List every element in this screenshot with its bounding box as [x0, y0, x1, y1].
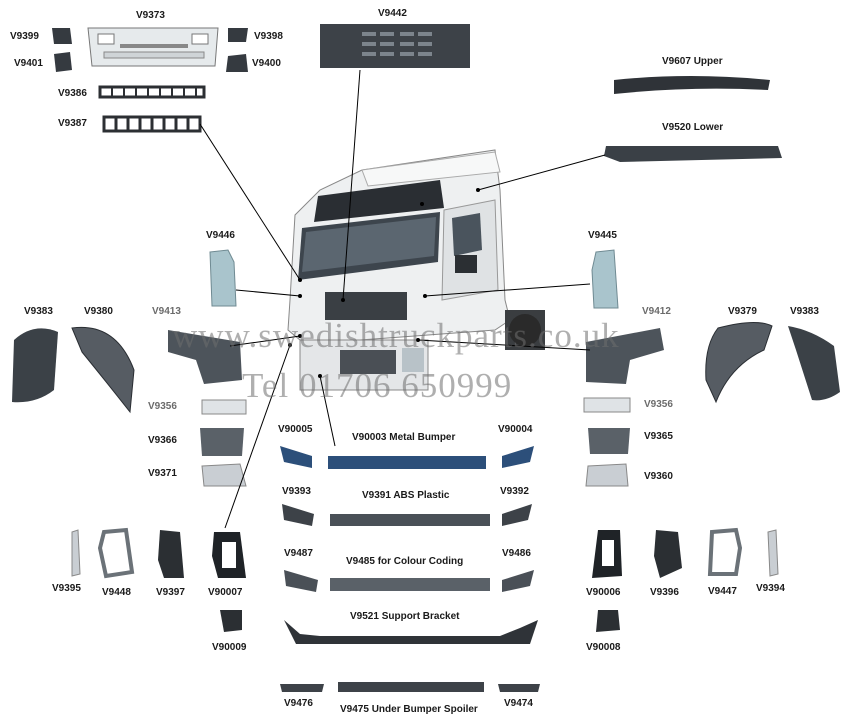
label-v9520: V9520 Lower — [662, 122, 724, 133]
part-v9386-grille-strip — [98, 85, 206, 99]
label-v9387: V9387 — [58, 118, 87, 129]
label-v9487: V9487 — [284, 548, 313, 559]
label-v9399: V9399 — [10, 31, 39, 42]
part-v9521-support-bracket — [284, 620, 538, 644]
label-v9474: V9474 — [504, 698, 533, 709]
label-v9365: V9365 — [644, 431, 673, 442]
label-v90007: V90007 — [208, 587, 243, 598]
label-v9400: V9400 — [252, 58, 281, 69]
label-v9356-left: V9356 — [148, 401, 177, 412]
label-v9448: V9448 — [102, 587, 131, 598]
part-v9391-abs-bumper — [330, 514, 490, 526]
part-v9446-corner-panel — [209, 249, 237, 307]
label-v9383-right: V9383 — [790, 306, 819, 317]
label-v9380: V9380 — [84, 306, 113, 317]
label-v9607: V9607 Upper — [662, 56, 723, 67]
label-v9396: V9396 — [650, 587, 679, 598]
label-v9413: V9413 — [152, 306, 181, 317]
label-v9397: V9397 — [156, 587, 185, 598]
part-v90004-bumper-end — [502, 446, 534, 468]
leader-lines — [199, 69, 606, 529]
label-v9383-left: V9383 — [24, 306, 53, 317]
part-v9396-housing — [654, 530, 682, 578]
label-v9446: V9446 — [206, 230, 235, 241]
label-v90005: V90005 — [278, 424, 313, 435]
part-v9356-right — [583, 397, 631, 413]
part-v9448-frame — [97, 527, 135, 579]
part-v9365-step — [588, 428, 630, 454]
part-v9520-sun-visor-lower — [604, 146, 782, 162]
label-v9521: V9521 Support Bracket — [350, 611, 460, 622]
label-v90009: V90009 — [212, 642, 247, 653]
label-v9386: V9386 — [58, 88, 87, 99]
part-v9383-right-mudguard — [788, 326, 840, 401]
label-v9442: V9442 — [378, 8, 407, 19]
label-v9393: V9393 — [282, 486, 311, 497]
part-v90003-metal-bumper — [328, 456, 486, 469]
label-v90003: V90003 Metal Bumper — [352, 432, 456, 443]
part-v9360-plate — [585, 463, 629, 487]
leader-dots — [288, 188, 480, 378]
part-v9392-bumper-end — [502, 504, 532, 526]
part-v9447-frame — [707, 527, 743, 576]
part-v9393-bumper-end — [282, 504, 314, 526]
part-v9395-bracket — [71, 529, 81, 577]
part-v9371-plate — [201, 463, 247, 487]
part-v90006-surround — [592, 530, 622, 578]
part-v90008-cover — [596, 610, 620, 632]
truck-cab — [287, 149, 545, 391]
part-v90007-surround — [212, 532, 246, 578]
label-v9379: V9379 — [728, 306, 757, 317]
part-v9366-step — [200, 428, 244, 456]
part-v9442-grille — [320, 24, 470, 68]
label-v9360: V9360 — [644, 471, 673, 482]
part-v9373-front-panel — [87, 27, 219, 67]
label-v9366: V9366 — [148, 435, 177, 446]
part-v90009-cover — [220, 610, 242, 632]
part-v9383-left-mudguard — [12, 328, 58, 403]
label-v90004: V90004 — [498, 424, 533, 435]
part-v9476-spoiler-end — [280, 684, 324, 692]
label-v9373: V9373 — [136, 10, 165, 21]
label-v9392: V9392 — [500, 486, 529, 497]
label-v9475: V9475 Under Bumper Spoiler — [340, 704, 478, 715]
part-v9356-left — [201, 399, 247, 415]
label-v9476: V9476 — [284, 698, 313, 709]
label-v9394: V9394 — [756, 583, 785, 594]
label-v9412: V9412 — [642, 306, 671, 317]
label-v9445: V9445 — [588, 230, 617, 241]
part-v9387-grille-strip — [102, 115, 202, 133]
part-v9380-mudguard — [71, 326, 135, 414]
label-v9395: V9395 — [52, 583, 81, 594]
label-v9447: V9447 — [708, 586, 737, 597]
part-v9486-bumper-end — [502, 570, 534, 592]
part-v9413-step — [168, 330, 242, 384]
label-v90006: V90006 — [586, 587, 621, 598]
part-v9398 — [228, 28, 248, 42]
part-v9445-corner-panel — [591, 249, 619, 309]
part-v9394-bracket — [767, 529, 779, 577]
part-v9474-spoiler-end — [498, 684, 540, 692]
part-v9475-under-bumper-spoiler — [338, 682, 484, 692]
part-v9485-colour-bumper — [330, 578, 490, 591]
part-v9379-mudguard — [705, 322, 773, 404]
label-v9356-right: V9356 — [644, 399, 673, 410]
part-v90005-bumper-end — [280, 446, 312, 468]
label-v9391: V9391 ABS Plastic — [362, 490, 450, 501]
part-v9487-bumper-end — [284, 570, 318, 592]
label-v9371: V9371 — [148, 468, 177, 479]
label-v9401: V9401 — [14, 58, 43, 69]
part-v9399 — [52, 28, 72, 44]
part-v9400 — [226, 54, 248, 72]
part-v9607-sun-visor-upper — [614, 76, 770, 94]
part-v9412-step — [586, 328, 664, 384]
label-v90008: V90008 — [586, 642, 621, 653]
part-v9401 — [54, 52, 72, 72]
label-v9486: V9486 — [502, 548, 531, 559]
label-v9485: V9485 for Colour Coding — [346, 556, 464, 567]
part-v9397-housing — [158, 530, 184, 578]
label-v9398: V9398 — [254, 31, 283, 42]
